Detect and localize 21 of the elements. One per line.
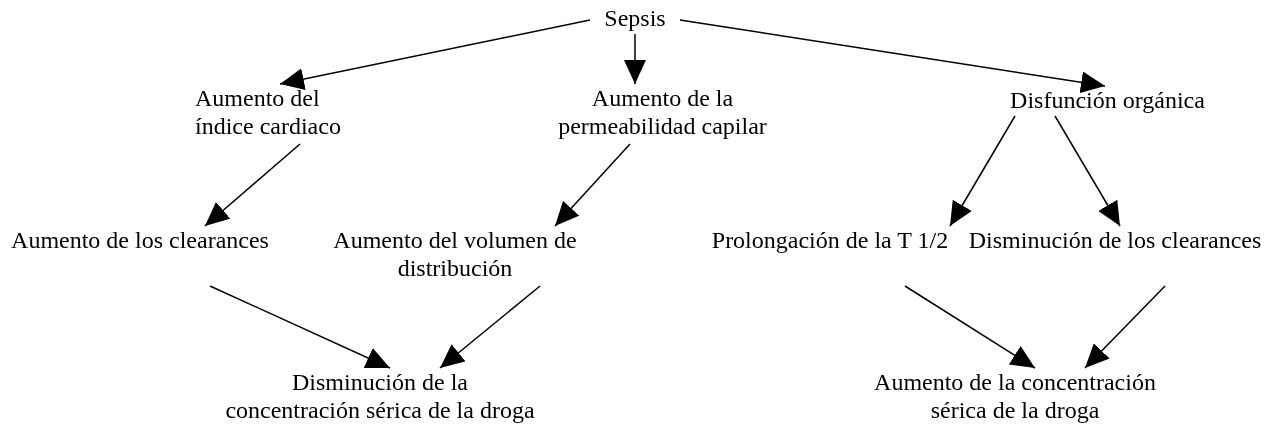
node-label: Prolongación de la T 1/2: [711, 227, 949, 253]
arrow: [904, 285, 1036, 369]
arrow: [439, 285, 541, 369]
arrow: [554, 143, 631, 227]
arrow: [279, 19, 591, 90]
node-label: Aumento de los clearances: [11, 227, 269, 253]
arrow: [204, 143, 301, 227]
arrow: [679, 19, 1106, 94]
node-label: Disfunción orgánica: [1010, 87, 1205, 113]
arrow: [209, 285, 391, 369]
node-label: Aumento del volumen de distribución: [333, 227, 577, 281]
node-label: Aumento del índice cardiaco: [195, 85, 341, 139]
arrow: [1054, 115, 1121, 227]
node-label: Aumento de la permeabilidad capilar: [558, 85, 767, 139]
node-label: Sepsis: [604, 5, 666, 31]
node-label: Disminución de los clearances: [968, 227, 1262, 253]
node-label: Aumento de la concentración sérica de la droga: [874, 369, 1156, 423]
arrow: [1084, 285, 1166, 369]
node-label: Disminución de la concentración sérica de la droga: [225, 369, 535, 423]
arrow: [624, 33, 646, 85]
arrow: [949, 115, 1016, 227]
